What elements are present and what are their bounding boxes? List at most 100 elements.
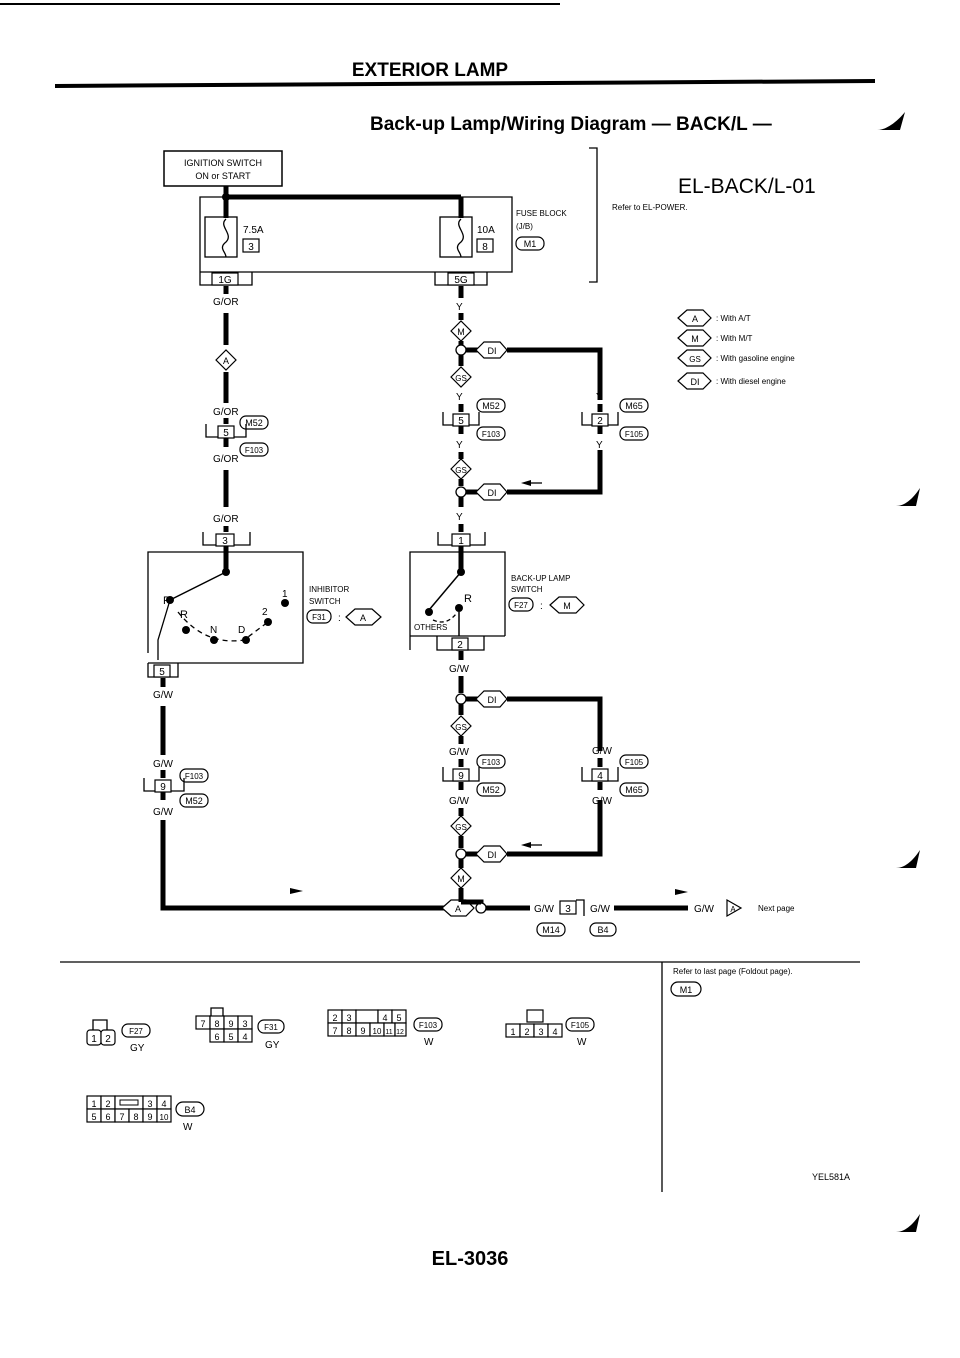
label-n: N	[210, 625, 217, 636]
svg-text:9: 9	[360, 1026, 365, 1036]
connector-m65-right: M65	[619, 398, 649, 413]
wire-label-g-w: G/W	[592, 796, 613, 807]
fuse2-num-box	[476, 238, 494, 253]
splice-open	[455, 344, 467, 356]
wire-di-return-lower	[507, 800, 603, 857]
refer-last-text: Refer to last page (Foldout page).	[673, 967, 793, 976]
contact-others	[425, 608, 433, 616]
svg-text:10: 10	[373, 1027, 382, 1036]
svg-text::: :	[540, 601, 543, 612]
connector-view-f27: 1 2 F27 GY	[86, 1019, 151, 1054]
svg-text:3: 3	[222, 536, 228, 547]
wire-di-branch-lower	[507, 696, 603, 745]
svg-text:1: 1	[91, 1034, 97, 1045]
svg-text:W: W	[424, 1037, 434, 1048]
connector-view-f103: 2 3 4 5 7 8 9 10 11 12 F103 W	[327, 1009, 443, 1048]
svg-text:5: 5	[91, 1112, 96, 1122]
corner-tick-icon	[877, 112, 905, 130]
condition-gs-marker: GS	[450, 458, 472, 480]
svg-text:3: 3	[346, 1013, 351, 1023]
svg-text:F31: F31	[264, 1023, 278, 1032]
refer-last-connector: M1	[670, 981, 702, 997]
flow-arrow-icon	[521, 842, 531, 848]
svg-text:F105: F105	[625, 430, 644, 439]
splice-open	[455, 693, 467, 705]
wire-label-g-w: G/W	[590, 904, 611, 915]
connector-f27: F27 :	[508, 597, 543, 612]
connector-f103-lower-left: F103	[179, 768, 209, 783]
terminal-9-center: 9	[442, 767, 480, 782]
terminal-3-joint: 3	[559, 899, 585, 916]
wire-label-y: Y	[596, 440, 603, 451]
svg-text:M65: M65	[625, 785, 643, 795]
connector-f103-center-lower: F103	[476, 754, 506, 769]
margin-tick-icon	[896, 850, 920, 868]
svg-text:2: 2	[597, 416, 603, 427]
backup-arc	[432, 613, 457, 623]
svg-text:W: W	[577, 1037, 587, 1048]
backup-arm	[428, 571, 462, 611]
svg-text:3: 3	[147, 1099, 152, 1109]
svg-text:8: 8	[214, 1019, 219, 1029]
label-others: OTHERS	[414, 623, 447, 632]
svg-text:5G: 5G	[454, 275, 468, 286]
inhibitor-label2: SWITCH	[309, 597, 341, 606]
svg-text:2: 2	[105, 1099, 110, 1109]
connector-b4: B4	[589, 922, 617, 937]
connector-m52-lower-left: M52	[179, 793, 209, 808]
wire-label-y: Y	[456, 392, 463, 403]
terminal-5-left: 5	[205, 424, 247, 439]
wire-di-return	[507, 450, 603, 495]
svg-text:A: A	[455, 904, 461, 914]
wire-label-g-w: G/W	[534, 904, 555, 915]
connector-f105-lower: F105	[619, 754, 649, 769]
margin-tick-icon	[896, 1214, 920, 1232]
svg-text:1G: 1G	[218, 275, 232, 286]
svg-text:M52: M52	[185, 796, 203, 806]
svg-text:W: W	[183, 1122, 193, 1133]
svg-text:F27: F27	[129, 1027, 143, 1036]
legend-item-m: M: With M/T	[677, 329, 753, 347]
inhibitor-out	[157, 599, 171, 660]
inhibitor-label1: INHIBITOR	[309, 585, 350, 594]
diagram-code: EL-BACK/L-01	[678, 175, 816, 198]
wire-label-g-w: G/W	[449, 664, 470, 675]
svg-text:: With gasoline engine: : With gasoline engine	[716, 354, 795, 363]
terminal-9-left: 9	[143, 778, 185, 793]
svg-text:GS: GS	[455, 723, 467, 732]
svg-text:9: 9	[458, 771, 464, 782]
svg-text:10: 10	[160, 1113, 169, 1122]
backup-label2: SWITCH	[511, 585, 543, 594]
power-ref: Refer to EL-POWER.	[612, 203, 688, 212]
inhibitor-arm	[169, 571, 227, 601]
svg-text:12: 12	[396, 1029, 404, 1036]
header-rule	[54, 79, 876, 88]
svg-text:6: 6	[214, 1032, 219, 1042]
svg-text:: With M/T: : With M/T	[716, 334, 753, 343]
svg-text:F105: F105	[571, 1021, 590, 1030]
ignition-line1: IGNITION SWITCH	[184, 158, 262, 168]
svg-text:2: 2	[457, 640, 463, 651]
svg-text:5: 5	[396, 1013, 401, 1023]
svg-text:M52: M52	[482, 401, 500, 411]
svg-text:DI: DI	[488, 850, 497, 860]
condition-di-marker: DI	[475, 341, 508, 359]
condition-m-backup: M	[549, 596, 585, 614]
fuse-bracket	[589, 147, 598, 283]
terminal-5g: 5G	[434, 272, 488, 286]
svg-text:GY: GY	[130, 1043, 145, 1054]
inhibitor-box	[147, 551, 304, 664]
wire-gw-bottom	[160, 820, 448, 911]
wire-label-g-w: G/W	[449, 796, 470, 807]
svg-text:F31: F31	[312, 613, 326, 622]
svg-text:DI: DI	[488, 346, 497, 356]
fuse1-num-box	[242, 238, 260, 253]
fuse1-icon	[221, 218, 229, 258]
flow-arrow-icon	[290, 888, 303, 894]
svg-text:1: 1	[510, 1027, 515, 1037]
page-number: EL-3036	[432, 1248, 509, 1270]
wire-label-g-w: G/W	[592, 746, 613, 757]
svg-text:F105: F105	[625, 758, 644, 767]
svg-text:2: 2	[105, 1034, 111, 1045]
